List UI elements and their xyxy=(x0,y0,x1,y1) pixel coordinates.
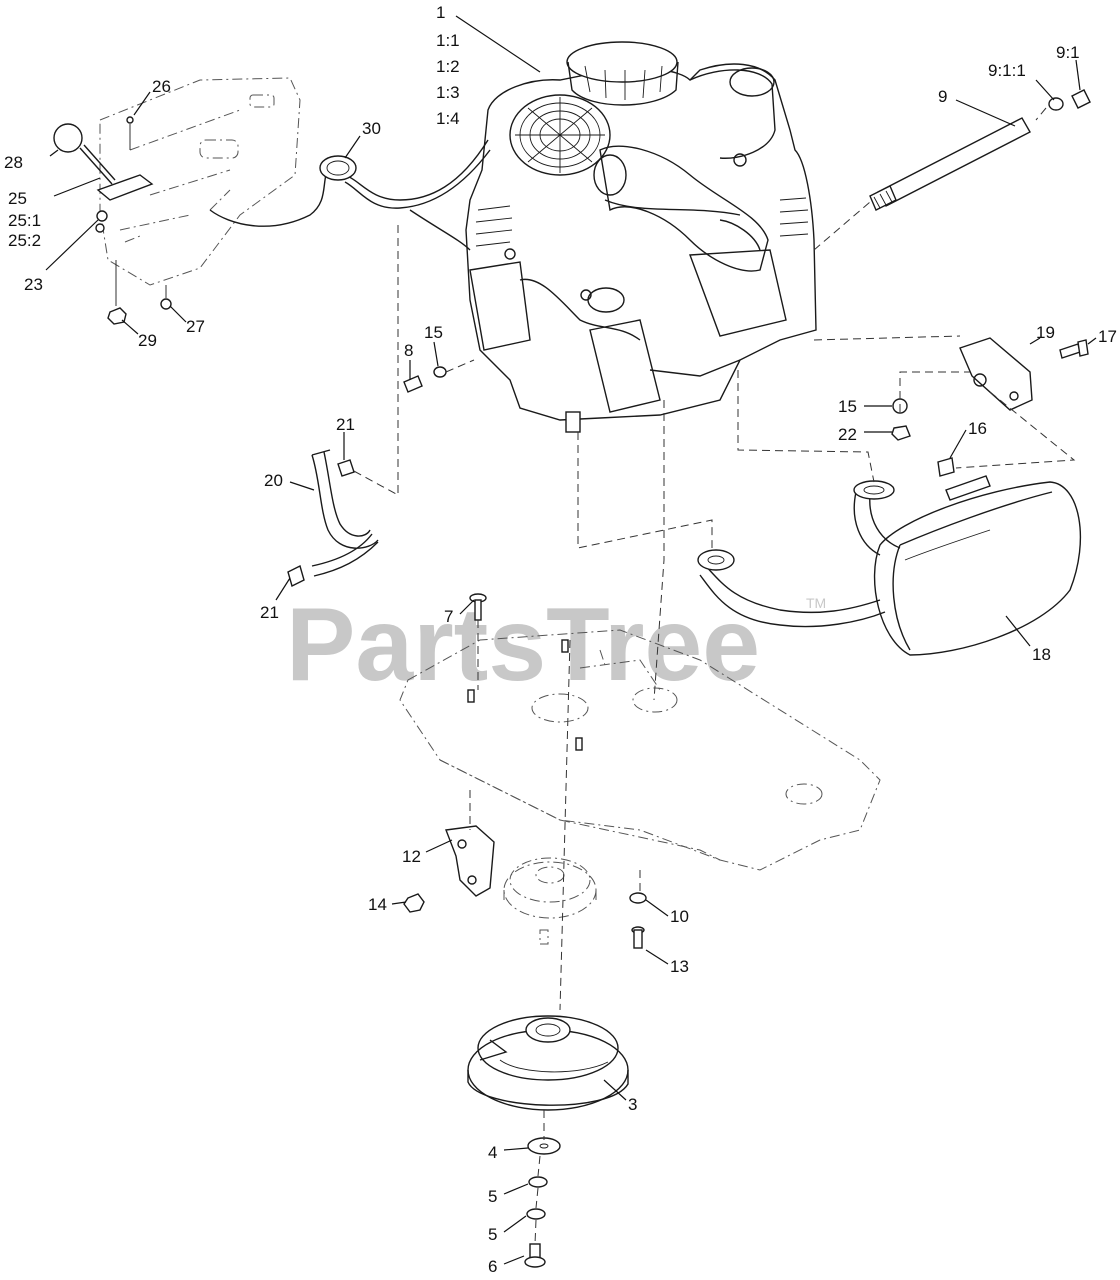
lock-washer-5-lower xyxy=(526,1208,546,1220)
bolt-8 xyxy=(403,375,423,393)
watermark-trademark: TM xyxy=(806,595,826,611)
lock-washer-5-upper xyxy=(528,1176,548,1188)
engine xyxy=(465,41,817,433)
callout-23: 23 xyxy=(24,275,43,294)
callout-9-1: 9:1 xyxy=(1056,43,1080,62)
clutch-bracket xyxy=(445,825,495,897)
callout-17: 17 xyxy=(1098,327,1117,346)
breather-hose xyxy=(311,449,379,577)
callout-21-upper: 21 xyxy=(336,415,355,434)
callout-1-2: 1:2 xyxy=(436,57,460,76)
clamp-16 xyxy=(937,457,955,477)
washer-4 xyxy=(527,1137,561,1155)
throttle-lever xyxy=(95,174,154,233)
callout-1: 1 xyxy=(436,3,445,22)
pulley-phantom xyxy=(503,857,597,945)
callout-13: 13 xyxy=(670,957,689,976)
callout-22: 22 xyxy=(838,425,857,444)
nut-14 xyxy=(403,893,425,913)
callout-12: 12 xyxy=(402,847,421,866)
washer-15-left xyxy=(433,366,447,378)
callout-4: 4 xyxy=(488,1143,497,1162)
callout-3: 3 xyxy=(628,1095,637,1114)
muffler xyxy=(697,475,1082,656)
callout-14: 14 xyxy=(368,895,387,914)
callout-29: 29 xyxy=(138,331,157,350)
callout-19: 19 xyxy=(1036,323,1055,342)
screw-17 xyxy=(1059,339,1089,359)
screw-27 xyxy=(160,285,172,310)
bolt-6 xyxy=(524,1243,546,1268)
callout-28: 28 xyxy=(4,153,23,172)
pin-26 xyxy=(126,116,134,124)
callout-5-lower: 5 xyxy=(488,1225,497,1244)
hose-clamp-21-upper xyxy=(337,459,355,477)
callout-5-upper: 5 xyxy=(488,1187,497,1206)
callout-15-left: 15 xyxy=(424,323,443,342)
callout-16: 16 xyxy=(968,419,987,438)
hose-clamp-21-lower xyxy=(287,564,305,588)
control-panel-phantom xyxy=(99,77,301,286)
callout-7: 7 xyxy=(444,607,453,626)
callout-18: 18 xyxy=(1032,645,1051,664)
leader-lines xyxy=(45,15,1097,1265)
callout-1-3: 1:3 xyxy=(436,83,460,102)
engine-deck xyxy=(399,629,881,871)
washer-10 xyxy=(629,892,647,904)
fuel-line xyxy=(209,139,491,251)
pto-clutch xyxy=(467,1015,629,1111)
callout-30: 30 xyxy=(362,119,381,138)
callout-21-lower: 21 xyxy=(260,603,279,622)
nut-22 xyxy=(891,425,911,441)
muffler-bracket xyxy=(959,337,1033,411)
callout-1-4: 1:4 xyxy=(436,109,460,128)
callout-9: 9 xyxy=(938,87,947,106)
callout-20: 20 xyxy=(264,471,283,490)
callout-25-1: 25:1 xyxy=(8,211,41,230)
callout-25-2: 25:2 xyxy=(8,231,41,250)
throttle-knob xyxy=(53,123,116,185)
assembly-lines xyxy=(351,107,1076,1245)
callout-6: 6 xyxy=(488,1257,497,1276)
callout-15-right: 15 xyxy=(838,397,857,416)
callout-8: 8 xyxy=(404,341,413,360)
callout-27: 27 xyxy=(186,317,205,336)
callout-9-1-1: 9:1:1 xyxy=(988,61,1026,80)
callout-1-1: 1:1 xyxy=(436,31,460,50)
bolt-13 xyxy=(631,926,645,949)
callout-25: 25 xyxy=(8,189,27,208)
callout-26: 26 xyxy=(152,77,171,96)
watermark-text: PartsTree xyxy=(286,587,760,703)
callout-10: 10 xyxy=(670,907,689,926)
dipstick-tube xyxy=(869,89,1091,211)
callouts: 1 1:1 1:2 1:3 1:4 9 9:1:1 9:1 30 26 28 2… xyxy=(4,3,1117,1276)
